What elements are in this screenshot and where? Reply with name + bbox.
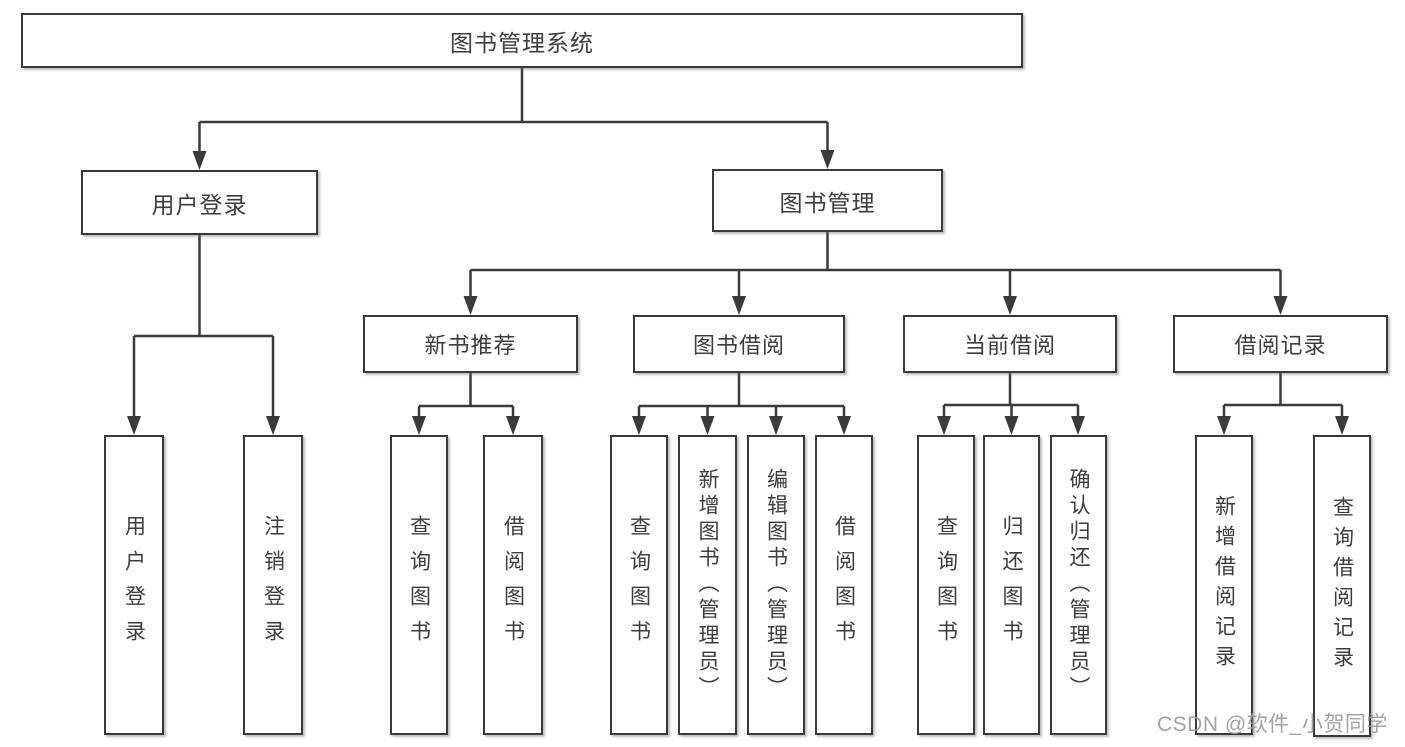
leaf-logout: 注销登录 xyxy=(243,435,303,735)
node-new-book-recommend: 新书推荐 xyxy=(363,315,578,373)
node-user-login: 用户登录 xyxy=(81,170,318,235)
connector-lines xyxy=(132,68,1344,420)
leaf-add-books-admin: 新增图书（管理员） xyxy=(678,435,737,735)
leaf-return-books: 归还图书 xyxy=(983,435,1040,735)
node-borrow-records: 借阅记录 xyxy=(1173,315,1388,373)
watermark: CSDN @软件_小贺同学 xyxy=(1157,713,1388,736)
node-root: 图书管理系统 xyxy=(21,13,1023,68)
leaf-edit-books-admin: 编辑图书（管理员） xyxy=(747,435,805,735)
leaf-confirm-return-admin: 确认归还（管理员） xyxy=(1050,435,1107,735)
node-current-borrowing: 当前借阅 xyxy=(903,315,1117,373)
leaf-borrow-books-borrowing: 借阅图书 xyxy=(815,435,873,735)
leaf-query-borrow-record: 查询借阅记录 xyxy=(1313,435,1371,737)
leaf-borrow-books-recommend: 借阅图书 xyxy=(483,435,543,735)
leaf-query-books-borrowing: 查询图书 xyxy=(610,435,668,735)
leaf-query-books-recommend: 查询图书 xyxy=(390,435,448,735)
leaf-user-login: 用户登录 xyxy=(104,435,164,735)
leaf-add-borrow-record: 新增借阅记录 xyxy=(1195,435,1253,735)
node-book-borrowing: 图书借阅 xyxy=(633,315,845,373)
node-book-management: 图书管理 xyxy=(712,169,943,232)
leaf-query-books-current: 查询图书 xyxy=(917,435,975,735)
